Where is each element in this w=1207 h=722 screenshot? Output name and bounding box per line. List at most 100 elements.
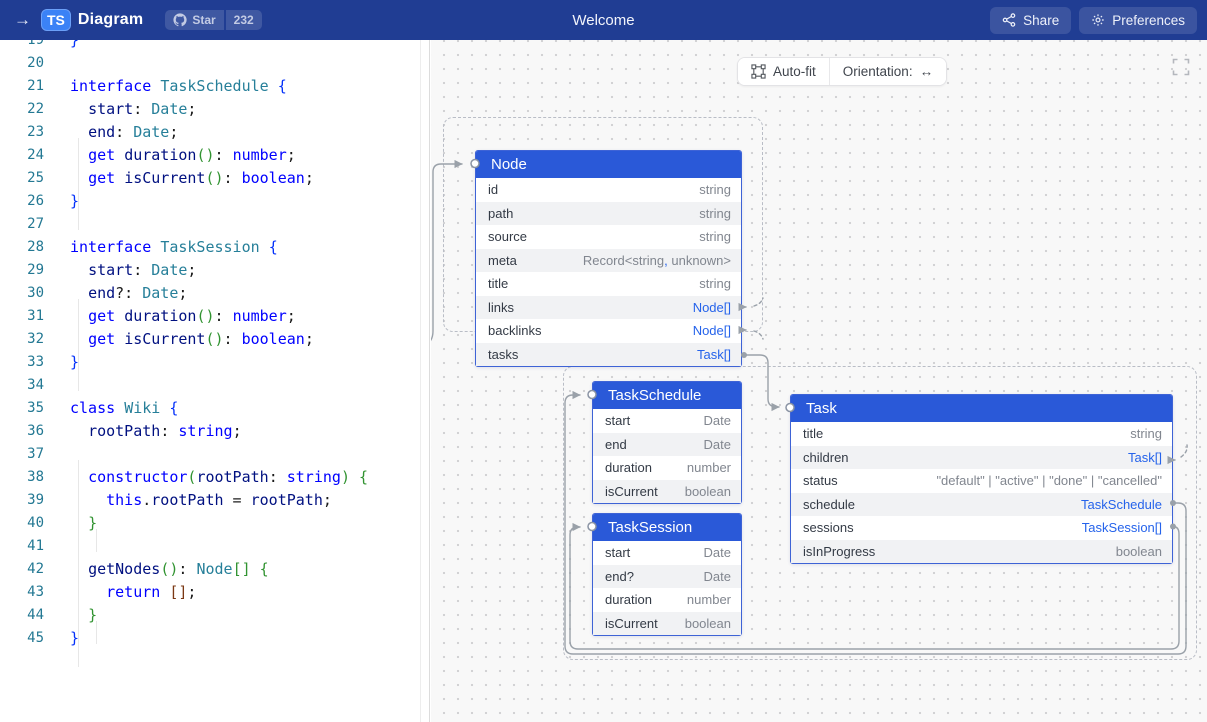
github-icon [173,13,187,27]
code-line: 22 start: Date; [0,98,418,121]
share-button[interactable]: Share [990,6,1072,34]
line-content: } [88,514,98,532]
line-number: 37 [27,446,44,462]
line-number: 41 [27,538,44,554]
field-type: number [686,460,731,476]
line-number: 45 [27,630,44,646]
field-type[interactable]: TaskSchedule [1081,496,1162,512]
indent-guide [78,460,79,667]
code-line: 27 [0,213,418,236]
code-line: 34 [0,374,418,397]
line-content: get isCurrent(): boolean; [88,330,314,348]
entity-title: Node [476,151,741,178]
entity-title: TaskSession [593,514,741,541]
code-line: 23 end: Date; [0,121,418,144]
line-number: 22 [27,101,44,117]
code-line: 19} [0,40,418,52]
line-content: } [70,629,80,647]
field-type[interactable]: Task[] [697,346,731,362]
field-type: Date [703,413,731,429]
line-content: } [88,606,98,624]
line-number: 19 [27,40,44,48]
field-name: isCurrent [605,615,658,631]
line-number: 35 [27,400,44,416]
code-line: 41 [0,535,418,558]
field-type[interactable]: TaskSession[] [1081,520,1162,536]
line-number: 28 [27,239,44,255]
line-number: 29 [27,262,44,278]
entity-field-row: id string [476,178,741,202]
code-line: 31 get duration(): number; [0,305,418,328]
share-icon [1002,13,1016,27]
field-name: end [605,436,627,452]
line-number: 23 [27,124,44,140]
star-count-badge[interactable]: 232 [225,10,262,30]
field-name: status [803,473,838,489]
preferences-button[interactable]: Preferences [1079,6,1197,34]
line-number: 31 [27,308,44,324]
orientation-button[interactable]: Orientation: ↔ [828,58,947,85]
auto-fit-button[interactable]: Auto-fit [738,58,829,85]
field-name: backlinks [488,323,542,339]
field-type: string [699,182,731,198]
field-name: tasks [488,346,519,362]
star-label: Star [192,13,216,27]
field-name: title [488,276,509,292]
field-name: id [488,182,499,198]
orientation-arrow-icon: ↔ [919,64,934,79]
editor-scrollbar-track[interactable] [420,40,421,722]
auto-fit-label: Auto-fit [773,64,816,79]
line-content: } [70,40,80,49]
share-label: Share [1023,12,1060,28]
line-number: 42 [27,561,44,577]
fullscreen-button[interactable] [1172,58,1190,76]
field-type: string [699,229,731,245]
line-number: 20 [27,55,44,71]
preferences-label: Preferences [1112,12,1185,28]
line-content: end?: Date; [88,284,188,302]
field-type: boolean [684,615,731,631]
line-number: 36 [27,423,44,439]
field-type[interactable]: Task[] [1128,449,1162,465]
line-content: interface TaskSchedule { [70,77,287,95]
app-logo: TS Diagram [41,9,143,31]
navbar-left: → TS Diagram Star 232 [0,9,262,31]
code-line: 26} [0,190,418,213]
entity-title: Task [791,395,1172,422]
indent-guide [96,529,97,552]
line-number: 24 [27,147,44,163]
field-type: Date [703,545,731,561]
entity-field-row: end?Date [593,564,741,588]
line-number: 27 [27,216,44,232]
field-type[interactable]: Node[] [692,299,731,315]
github-star-segment[interactable]: Star [165,10,224,30]
code-line: 24 get duration(): number; [0,144,418,167]
field-type[interactable]: Node[] [692,323,731,339]
line-content: end: Date; [88,123,179,141]
fullscreen-icon [1172,58,1190,76]
github-star-button[interactable]: Star 232 [165,10,262,30]
field-type: string [699,205,731,221]
line-content: get duration(): number; [88,307,296,325]
collapse-editor-icon[interactable]: → [14,10,31,29]
code-line: 42 getNodes(): Node[] { [0,558,418,581]
code-line: 36 rootPath: string; [0,420,418,443]
